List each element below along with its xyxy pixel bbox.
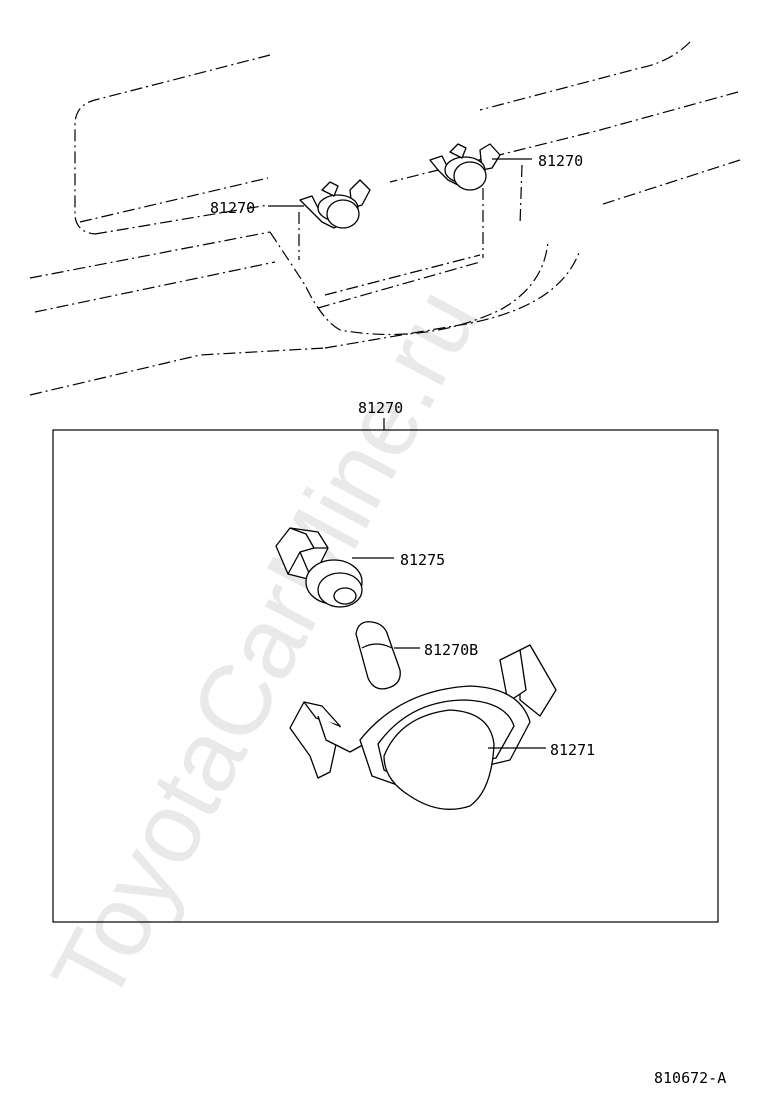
label-lamp-right: 81270 (538, 152, 583, 170)
lamp-assembly-right (429, 143, 501, 191)
vehicle-rear-panel (29, 41, 741, 396)
lens-housing (289, 644, 557, 810)
lamp-assembly-left (299, 179, 371, 229)
label-box-title: 81270 (358, 399, 403, 417)
assembly-box (52, 429, 719, 923)
socket (275, 527, 363, 608)
label-bulb: 81270B (424, 641, 478, 659)
bulb (355, 621, 401, 690)
label-socket: 81275 (400, 551, 445, 569)
label-lens: 81271 (550, 741, 595, 759)
figure-code: 810672-A (654, 1069, 726, 1087)
label-lamp-left: 81270 (210, 199, 255, 217)
